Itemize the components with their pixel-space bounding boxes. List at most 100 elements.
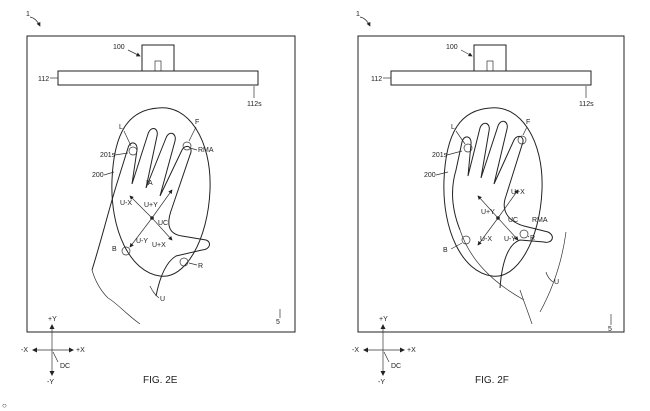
label-F: F [195,119,199,126]
label-U: U [160,296,165,303]
device-100 [141,44,175,72]
wrist-line-right [539,231,567,313]
label-201s: 201s [432,152,448,159]
plus-y-arrowhead [49,324,55,329]
label-200: 200 [424,172,436,179]
leader-RMA [189,147,198,151]
ref-112s-label: 112s [247,101,262,108]
label-plus-x: +X [407,347,416,354]
arrow-U-plus-X [151,217,173,241]
minus-y-arrowhead [380,371,386,376]
figure-2e: 1 100 112 112s L F RMA 201s 200 [21,11,296,386]
label-L: L [451,124,455,131]
label-U-Y: U-Y [136,238,148,245]
leader-U [545,271,554,283]
ref-5-label: 5 [276,319,280,326]
ref-100-label: 100 [446,44,458,51]
label-UC: UC [508,217,518,224]
device-connector [486,60,494,72]
axes-indicator: +Y -X +X -Y DC [352,316,416,386]
label-plus-x: +X [76,347,85,354]
label-DC: DC [391,363,401,370]
plus-x-arrowhead [69,347,74,353]
label-U+X: U+X [152,242,166,249]
label-U-X: U-X [480,236,492,243]
leader-201s [446,150,463,156]
label-U-Y: U-Y [504,236,516,243]
label-B: B [443,247,448,254]
caption-fig-2e: FIG. 2E [143,375,178,386]
leader-200 [103,171,115,176]
minus-x-arrowhead [32,347,37,353]
minus-x-arrowhead [363,347,368,353]
sensor-F [517,135,527,145]
ref-112-label: 112 [371,76,382,83]
center-UC [496,216,500,220]
leader-L [123,130,132,147]
label-R: R [198,263,203,270]
label-DC: DC [60,363,70,370]
wrist-line [519,289,533,325]
label-minus-x: -X [21,347,28,354]
wrist-line [107,297,141,325]
pad-outline [443,107,543,277]
ref-112s-label: 112s [579,101,594,108]
arrow-U-plus-Y [477,195,499,219]
sensor-R [179,257,189,267]
leader-R [188,262,198,266]
arrow-U-minus-Y [129,217,153,248]
leader-F [188,126,197,142]
label-B: B [112,246,117,253]
hand-lower-line [459,229,525,301]
wrist-line-left [91,269,109,299]
ref-1-leader [359,16,371,27]
label-minus-y: -Y [378,379,385,386]
ref-1-label: 1 [26,11,30,18]
surface-frame [26,35,296,333]
label-IA: IA [146,180,153,187]
label-U+Y: U+Y [481,209,495,216]
label-U+Y: U+Y [144,202,158,209]
device-connector [154,60,162,72]
ref-100-label: 100 [113,44,125,51]
arrow-U-plus-Y [151,189,173,219]
sensor-R [519,229,529,239]
label-plus-y: +Y [379,316,388,323]
arrow-U-minus-Y [497,217,519,241]
plus-x-arrowhead [400,347,405,353]
label-F: F [526,119,530,126]
arrow-U-plus-X [497,189,519,219]
arrow-U-minus-X [477,217,499,246]
sensor-L [463,143,473,153]
hand-outline [452,120,553,289]
leader-L [455,130,466,145]
pad-outline [111,107,211,277]
corner-mark: ○ [2,401,7,410]
label-R: R [530,235,535,242]
leader-201s [114,152,129,156]
surface-frame [357,35,625,333]
ref-112-label: 112 [38,76,49,83]
label-U+X: U+X [511,189,525,196]
label-U-X: U-X [120,200,132,207]
device-100 [473,44,507,72]
figure-2f: 1 100 112 112s L F 201s 200 U [352,11,625,386]
plate-112 [390,70,592,86]
leader-200 [435,171,449,176]
plus-y-arrowhead [380,324,386,329]
leader-DC [383,351,390,363]
label-minus-x: -X [352,347,359,354]
ref-100-leader [460,49,473,57]
leader-DC [52,351,59,363]
label-200: 200 [92,172,104,179]
label-RMA: RMA [198,147,214,154]
label-L: L [119,124,123,131]
minus-y-arrowhead [49,371,55,376]
ref-1-leader [29,16,41,27]
center-UC [150,216,154,220]
ref-1-label: 1 [356,11,360,18]
plate-112 [57,70,259,86]
label-U: U [554,279,559,286]
ref-5-label: 5 [608,326,612,333]
